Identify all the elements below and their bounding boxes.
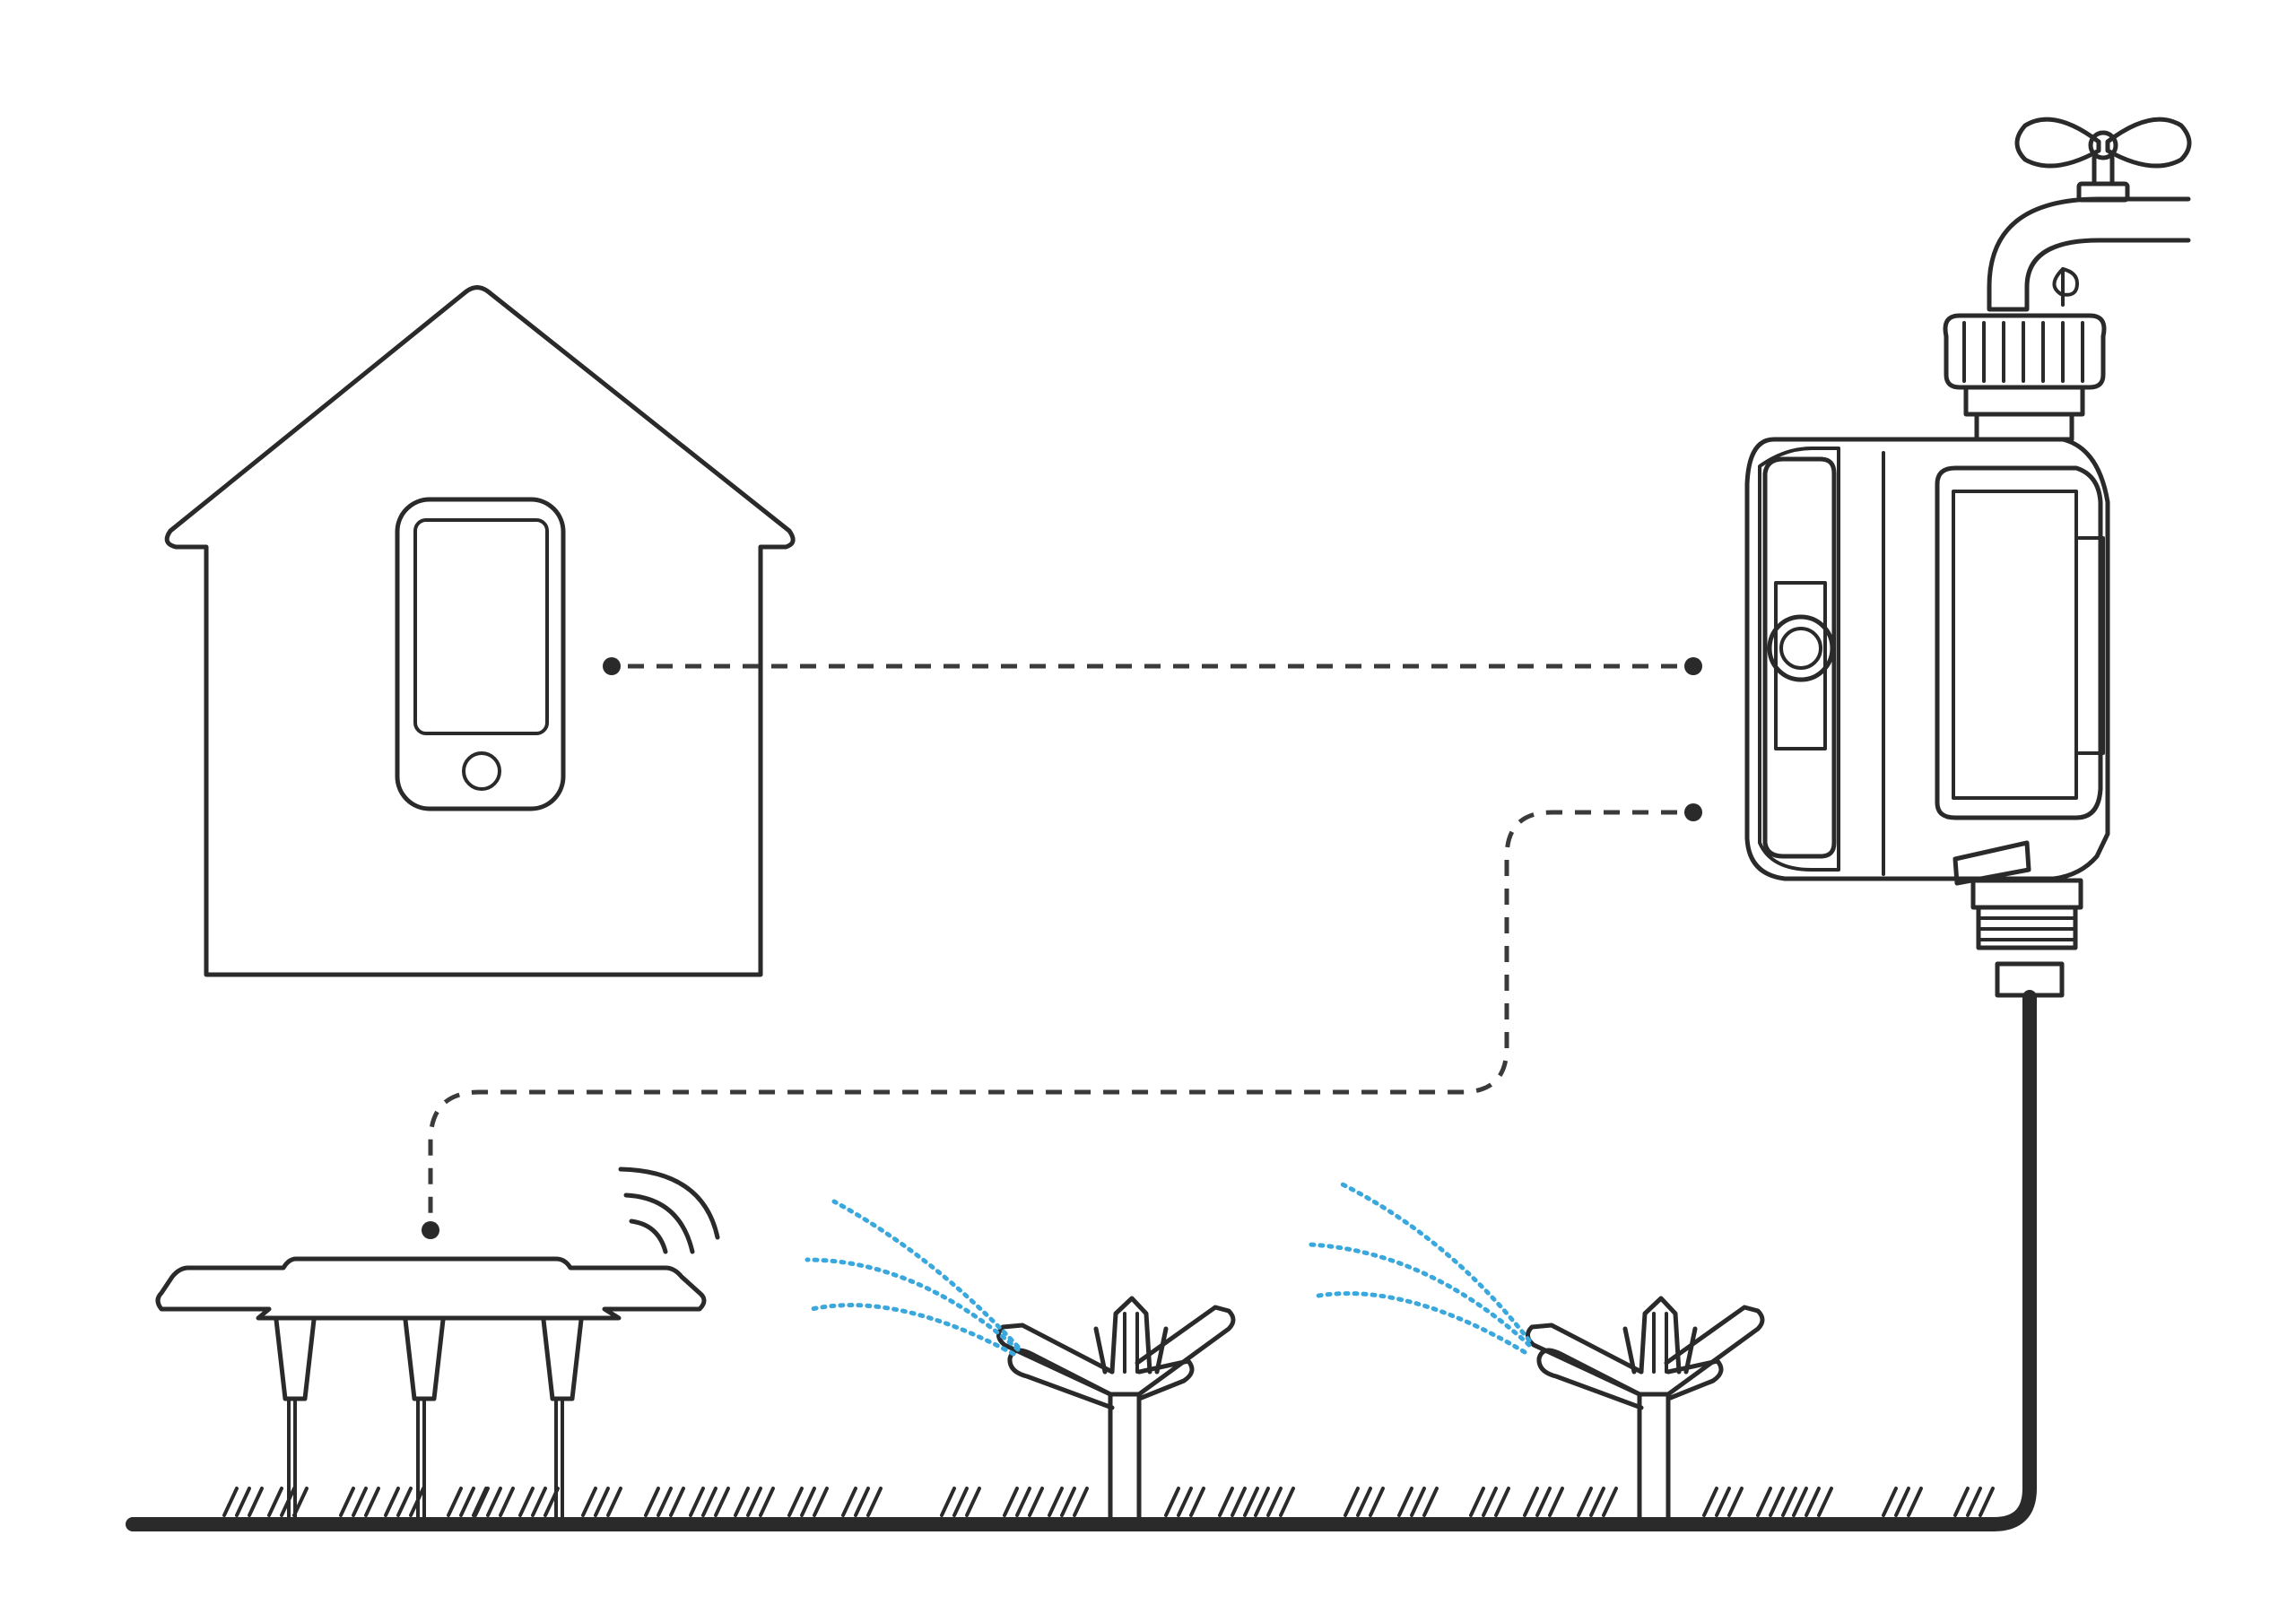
grass-blade	[1702, 1487, 1718, 1517]
grass-blade	[1369, 1487, 1385, 1517]
house-icon	[164, 285, 796, 977]
grass-blade	[364, 1487, 380, 1517]
grass-blade	[1164, 1487, 1180, 1517]
grass-blade	[1482, 1487, 1498, 1517]
soil-moisture-sensor-icon	[155, 1256, 707, 1526]
grass-blade	[1028, 1487, 1044, 1517]
grass-blade	[734, 1487, 750, 1517]
grass-blade	[1356, 1487, 1372, 1517]
grass-blade	[1535, 1487, 1552, 1517]
grass-blade	[841, 1487, 857, 1517]
grass-blade	[1410, 1487, 1426, 1517]
grass-blade	[1003, 1487, 1019, 1517]
wifi-signal-icon	[618, 1167, 720, 1254]
link-phone-to-timer	[603, 657, 1702, 675]
grass-blade	[518, 1487, 535, 1517]
grass-blade	[1279, 1487, 1295, 1517]
grass-blade	[1397, 1487, 1413, 1517]
grass-blade	[689, 1487, 705, 1517]
grass-blade	[1523, 1487, 1539, 1517]
grass-blade	[952, 1487, 969, 1517]
grass-blade	[447, 1487, 463, 1517]
grass-blade	[669, 1487, 685, 1517]
grass-blade	[866, 1487, 883, 1517]
grass-blade	[1979, 1487, 1995, 1517]
grass-blade	[965, 1487, 981, 1517]
grass-blade	[459, 1487, 475, 1517]
grass-blade	[339, 1487, 355, 1517]
grass-blade	[1189, 1487, 1205, 1517]
sprinkler-icon	[1526, 1296, 1765, 1527]
grass-blade	[1048, 1487, 1064, 1517]
grass-blade	[352, 1487, 368, 1517]
water-timer-icon	[1744, 313, 2110, 998]
grass-blade	[267, 1487, 283, 1517]
grass-blade	[486, 1487, 502, 1517]
grass-blade	[787, 1487, 804, 1517]
sprinkler-icon	[996, 1296, 1236, 1527]
grass-blade	[248, 1487, 264, 1517]
grass-blade	[1494, 1487, 1510, 1517]
grass-blade	[1060, 1487, 1076, 1517]
grass-blade	[759, 1487, 775, 1517]
grass-blade	[1469, 1487, 1485, 1517]
grass-blade	[1254, 1487, 1270, 1517]
grass-blade	[1266, 1487, 1283, 1517]
grass-blade	[1243, 1487, 1259, 1517]
water-spray-2	[1307, 1181, 1532, 1355]
grass-blade	[714, 1487, 730, 1517]
grass-blade	[1756, 1487, 1772, 1517]
grass-blade	[1344, 1487, 1360, 1517]
grass-blade	[1817, 1487, 1833, 1517]
grass-blade	[1781, 1487, 1797, 1517]
grass-blade	[1218, 1487, 1234, 1517]
grass-blade	[1073, 1487, 1089, 1517]
grass-blade	[1769, 1487, 1785, 1517]
grass-blade	[606, 1487, 622, 1517]
grass-blade	[1548, 1487, 1564, 1517]
grass-blade	[531, 1487, 547, 1517]
grass-blade	[854, 1487, 870, 1517]
grass-blade	[813, 1487, 829, 1517]
grass-blade	[1792, 1487, 1808, 1517]
grass-blade	[940, 1487, 956, 1517]
grass-blade	[396, 1487, 413, 1517]
grass-blade	[1882, 1487, 1898, 1517]
water-spray-1	[804, 1199, 1021, 1357]
link-sensor-to-timer	[422, 803, 1702, 1239]
grass-blade	[1966, 1487, 1982, 1517]
grass-blade	[701, 1487, 718, 1517]
grass-blade	[1953, 1487, 1970, 1517]
grass-blade	[1727, 1487, 1744, 1517]
grass-blade	[1715, 1487, 1731, 1517]
grass-blade	[1805, 1487, 1821, 1517]
grass-blade	[1177, 1487, 1193, 1517]
grass-blade	[1907, 1487, 1923, 1517]
grass-blade	[222, 1487, 239, 1517]
grass-blade	[1577, 1487, 1593, 1517]
faucet-icon	[1987, 117, 2192, 312]
grass-blade	[1894, 1487, 1910, 1517]
grass-blade	[581, 1487, 597, 1517]
smartphone-icon	[395, 497, 566, 811]
grass-blade	[1422, 1487, 1439, 1517]
grass-blade	[1015, 1487, 1031, 1517]
grass-blade	[644, 1487, 660, 1517]
grass-blade	[746, 1487, 762, 1517]
grass-blade	[474, 1487, 490, 1517]
hose-and-ground	[126, 990, 2037, 1531]
grass-blade	[1589, 1487, 1605, 1517]
grass-blade	[499, 1487, 515, 1517]
grass-blade	[594, 1487, 610, 1517]
grass-blade	[235, 1487, 251, 1517]
grass-blade	[1231, 1487, 1247, 1517]
grass-blade	[1602, 1487, 1618, 1517]
grass-blade	[657, 1487, 673, 1517]
grass-blade	[800, 1487, 816, 1517]
grass-blade	[384, 1487, 400, 1517]
